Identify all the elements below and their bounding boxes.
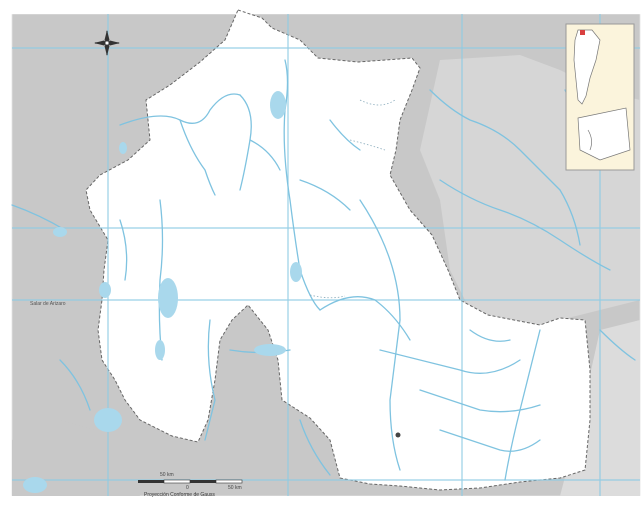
scale-label-right: 50 km [228, 485, 242, 491]
label-water-body: Salar de Arizaro [30, 301, 66, 307]
scale-bar [138, 479, 243, 484]
map-frame [0, 0, 643, 14]
argentina-locator-inset [565, 23, 635, 171]
scale-label-zero: 0 [186, 485, 189, 491]
city-marker [395, 432, 401, 438]
province-jujuy [85, 9, 591, 491]
lakes [23, 91, 302, 493]
compass-rose-icon [94, 30, 120, 56]
locator-highlight [580, 30, 585, 35]
map-frame-bottom [0, 496, 643, 516]
internal-boundaries [309, 99, 396, 299]
projection-label: Proyección Conforme de Gauss [144, 492, 215, 498]
scale-label-top: 50 km [160, 472, 174, 478]
argentina-outline [573, 29, 601, 105]
